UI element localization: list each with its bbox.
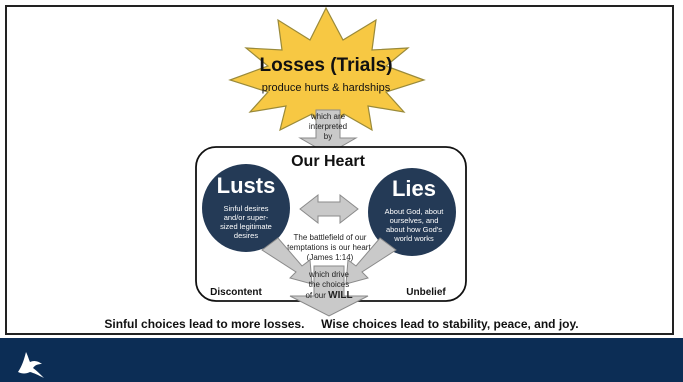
discontent-label: Discontent xyxy=(210,287,262,298)
interpreted-line-3: by xyxy=(324,132,332,141)
battlefield-line-2: temptations is our heart. xyxy=(287,243,373,252)
interpreted-arrow xyxy=(298,109,358,155)
footer-bar xyxy=(0,338,683,382)
losses-subtitle: produce hurts & hardships xyxy=(262,82,391,94)
will-line-1: which drive xyxy=(308,270,350,279)
lusts-line-4: desires xyxy=(234,231,258,240)
will-arrow xyxy=(289,265,369,317)
interpreted-line-1: which are xyxy=(310,112,346,121)
eagle-logo-icon xyxy=(18,352,44,378)
lusts-line-1: Sinful desires xyxy=(223,204,268,213)
double-arrow xyxy=(299,193,359,225)
will-line-2: the choices xyxy=(309,280,349,289)
caption: Sinful choices lead to more losses. Wise… xyxy=(0,317,683,331)
lies-title: Lies xyxy=(392,176,436,201)
will-line-3: of our WILL xyxy=(305,290,352,301)
interpreted-line-2: interpreted xyxy=(309,122,347,131)
lusts-line-3: sized legitimate xyxy=(220,222,272,231)
lies-circle xyxy=(368,168,456,256)
will-line-3-bold: WILL xyxy=(328,290,352,301)
lies-line-3: about how God's xyxy=(386,225,442,234)
lusts-circle xyxy=(202,164,290,252)
lusts-line-2: and/or super- xyxy=(224,213,269,222)
heart-title: Our Heart xyxy=(291,153,365,170)
lies-line-1: About God, about xyxy=(385,207,445,216)
lusts-title: Lusts xyxy=(217,173,276,198)
losses-title: Losses (Trials) xyxy=(259,55,392,76)
battlefield-line-1: The battlefield of our xyxy=(294,233,367,242)
caption-right: Wise choices lead to stability, peace, a… xyxy=(321,317,579,331)
unbelief-label: Unbelief xyxy=(406,287,446,298)
lies-to-will-arrow xyxy=(345,237,397,285)
battlefield-line-3: (James 1:14) xyxy=(307,253,354,262)
will-line-3-prefix: of our xyxy=(305,291,328,300)
lusts-to-will-arrow xyxy=(261,237,313,285)
caption-left: Sinful choices lead to more losses. xyxy=(104,317,305,331)
lies-line-4: world works xyxy=(393,234,434,243)
lies-line-2: ourselves, and xyxy=(390,216,439,225)
